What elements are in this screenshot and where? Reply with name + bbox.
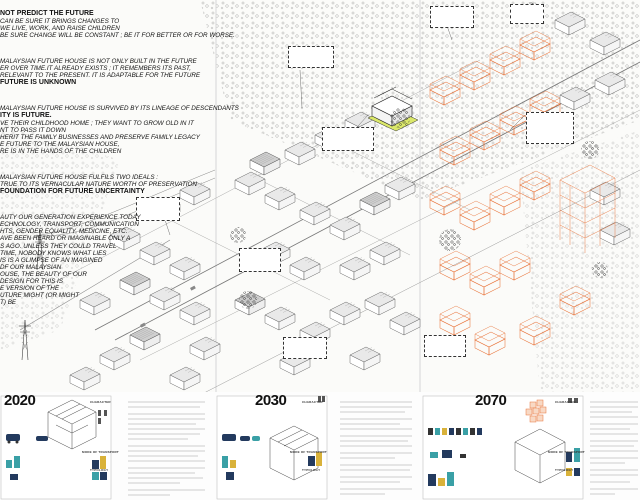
manifesto-line: TRUE TO ITS VERNACULAR NATURE WORTH OF P… xyxy=(0,180,197,188)
manifesto-line: IS IS A GLIMPSE OF AN IMAGINED xyxy=(0,256,103,264)
annotation-callout xyxy=(239,248,281,272)
manifesto-line: AUTY OUR GENERATION EXPERIENCE TODAY xyxy=(0,214,141,222)
manifesto-line: MALAYSIAN FUTURE HOUSE IS SURVIVED BY IT… xyxy=(0,105,239,113)
high-rise-grid-2070 xyxy=(559,164,616,253)
label-mode-of-transport: MODE OF TRANSPORT xyxy=(548,450,585,454)
manifesto-spacer xyxy=(0,202,225,208)
manifesto-line: MALAYSIAN FUTURE HOUSE IS NOT ONLY BUILT… xyxy=(0,57,197,65)
manifesto-heading: ITY IS FUTURE. xyxy=(0,112,52,120)
manifesto-line: CAN BE SURE IT BRINGS CHANGES TO xyxy=(0,17,120,25)
annotation-callout xyxy=(526,112,574,144)
manifesto-line: HTS, GENDER EQUALITY, MEDICINE, ETC. xyxy=(0,228,128,236)
annotation-callout xyxy=(424,335,466,357)
annotation-callout xyxy=(430,6,474,28)
year-label-2070: 2070 xyxy=(475,392,507,409)
manifesto-line: WE LIVE, WORK, AND RAISE CHILDREN xyxy=(0,24,120,32)
manifesto-heading: FUTURE IS UNKNOWN xyxy=(0,78,77,86)
label-character: CHARACTER xyxy=(302,400,323,404)
manifesto-line: MALAYSIAN FUTURE HOUSE FULFILS TWO IDEAL… xyxy=(0,173,159,181)
manifesto-line: T) BE xyxy=(0,298,17,306)
manifesto-line: TIME, NOBODY KNOWS WHAT LIES xyxy=(0,249,107,257)
label-mode-of-transport: MODE OF TRANSPORT xyxy=(82,450,119,454)
manifesto-line: RELEVANT TO THE PRESENT. IT IS ADAPTABLE… xyxy=(0,71,201,79)
manifesto-line: HERIT THE FAMILY BUSINESSES AND PRESERVE… xyxy=(0,134,200,142)
manifesto-line: E VERSION OF THE xyxy=(0,284,60,292)
manifesto-line: NT TO PASS IT DOWN xyxy=(0,127,66,135)
label-typology: TYPOLOGY xyxy=(302,468,321,472)
annotation-callout xyxy=(510,4,544,24)
annotation-callout xyxy=(322,127,374,151)
annotation-callout xyxy=(283,337,327,359)
manifesto-line: RE IS IN THE HANDS OF THE CHILDREN xyxy=(0,148,122,156)
label-character: CHARACTER xyxy=(90,400,111,404)
manifesto-spacer xyxy=(0,162,225,168)
manifesto-line: DF OUR MALAYSIAN xyxy=(0,263,62,271)
manifesto-line: VE THEIR CHILDHOOD HOME ; THEY WANT TO G… xyxy=(0,120,194,127)
manifesto-line: ECHNOLOGY, TRANSPORT, COMMUNICATION xyxy=(0,221,139,229)
manifesto-line: BE SURE CHANGE WILL BE CONSTANT ; BE IT … xyxy=(0,31,235,39)
plan-diagram-2070 xyxy=(514,399,566,484)
manifesto-spacer xyxy=(0,45,225,51)
manifesto-line: S AGO. UNLESS THEY COULD TRAVEL xyxy=(0,242,117,250)
annotation-callout xyxy=(288,46,334,68)
label-typology: TYPOLOGY xyxy=(555,468,574,472)
annotation-callout xyxy=(136,197,180,221)
bottom-strip-diagrams xyxy=(0,392,640,500)
manifesto-heading: FOUNDATION FOR FUTURE UNCERTAINTY xyxy=(0,187,145,195)
label-typology: TYPOLOGY xyxy=(90,468,109,472)
year-label-2030: 2030 xyxy=(255,392,287,409)
label-character: CHARACTER xyxy=(555,400,576,404)
manifesto-line: E FUTURE TO THE MALAYSIAN HOUSE, xyxy=(0,141,120,149)
manifesto-line: ER OVER TIME.IT ALREADY EXISTS ; IT REME… xyxy=(0,64,192,72)
manifesto-heading: NOT PREDICT THE FUTURE xyxy=(0,10,94,17)
manifesto-line: AVE BEEN HEARD OR IMAGINABLE ONLY A xyxy=(0,235,131,243)
manifesto-spacer xyxy=(0,93,225,99)
plan-diagram-2020 xyxy=(47,399,97,450)
year-label-2020: 2020 xyxy=(4,392,36,409)
label-mode-of-transport: MODE OF TRANSPORT xyxy=(290,450,327,454)
manifesto-line: DESIGN FOR THIS IS xyxy=(0,277,63,285)
manifesto-line: OUSE, THE BEAUTY OF OUR xyxy=(0,270,87,278)
manifesto-line: UTURE MIGHT (OR MIGHT xyxy=(0,291,80,299)
